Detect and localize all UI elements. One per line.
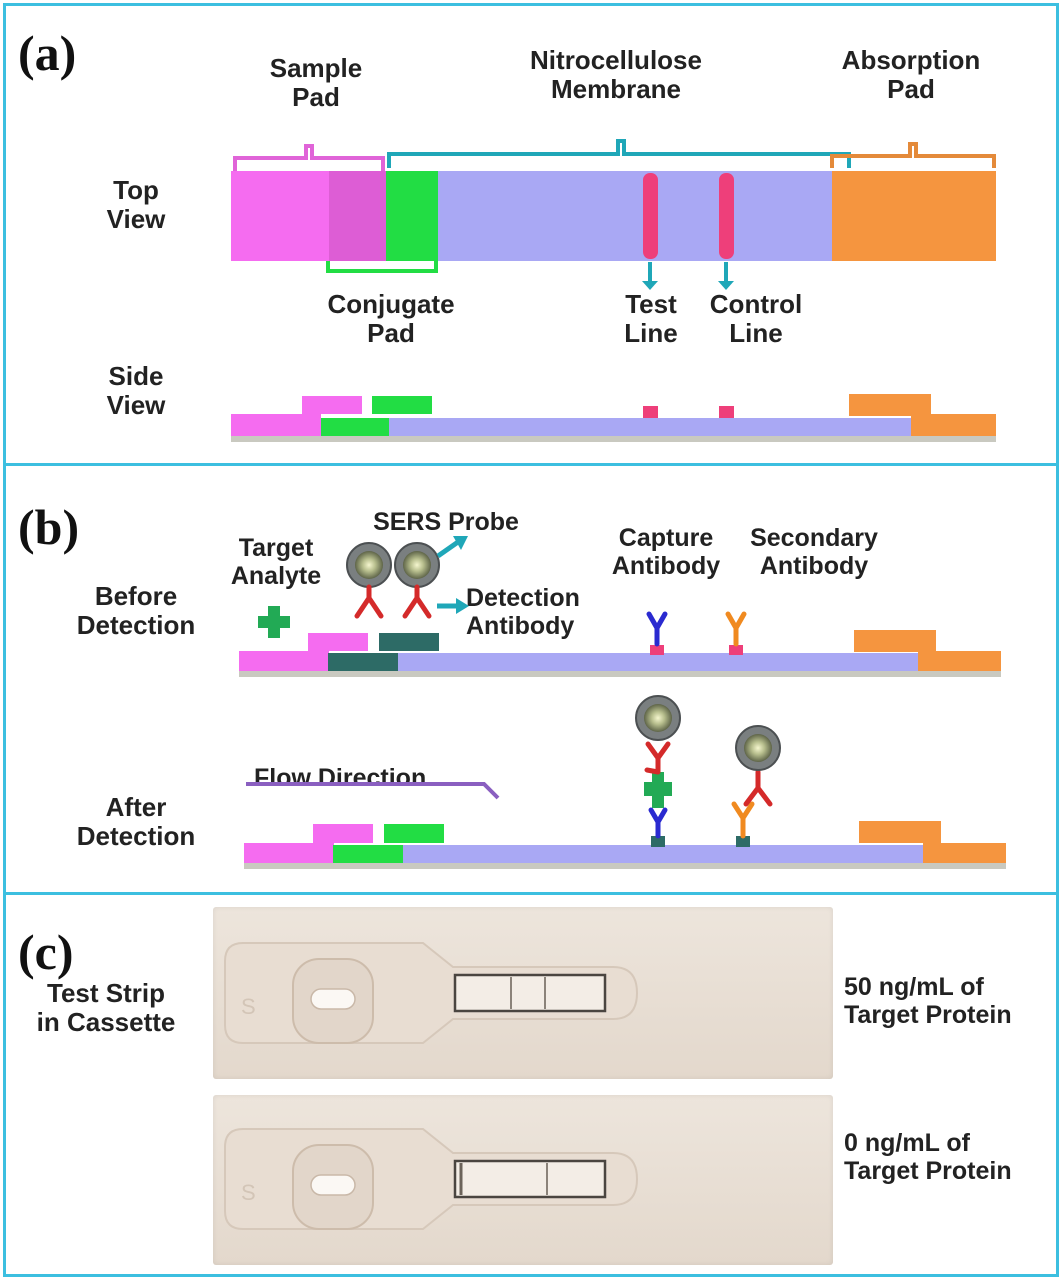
side-test-line: [643, 406, 658, 418]
after-test-line: [651, 836, 665, 847]
panel-c-label: (c): [18, 924, 74, 980]
absorption-pad-bracket: [830, 142, 996, 168]
sers-probe-label: SERS Probe: [373, 508, 519, 536]
test-line-arrowhead: [642, 281, 658, 290]
after-backing: [244, 863, 1006, 869]
strip-letter-50: S: [241, 994, 256, 1019]
after-absorption-pad: [923, 843, 1006, 863]
panel-b-diagram: [239, 536, 1006, 869]
control-line-sandwich: [731, 725, 781, 839]
before-backing: [239, 671, 1001, 677]
before-conjugate-pad: [328, 653, 398, 671]
after-membrane: [403, 845, 923, 863]
after-absorption-pad-raised: [859, 821, 941, 843]
side-sample-pad: [231, 414, 321, 436]
after-control-line: [736, 836, 750, 847]
cassette-drawing-0: [224, 1128, 639, 1230]
before-absorption-pad: [918, 651, 1001, 671]
control-line-marker: [719, 173, 734, 259]
secondary-antibody-icon: [725, 611, 747, 647]
detection-antibody-arrowhead: [456, 598, 469, 614]
side-absorption-pad-raised: [849, 394, 931, 416]
side-sample-pad-raised: [302, 396, 362, 414]
test-line-sandwich: [635, 695, 681, 839]
sers-probe-arrow: [436, 539, 460, 559]
conjugate-pad-top: [386, 171, 438, 261]
sample-pad-bracket: [233, 144, 385, 171]
before-sample-pad: [239, 651, 329, 671]
side-absorption-pad: [911, 414, 996, 436]
control-line-arrowhead: [718, 281, 734, 290]
sers-probe-2: [394, 542, 440, 619]
sers-probe-1: [346, 542, 392, 619]
membrane-bracket: [387, 139, 851, 168]
side-conjugate-pad: [321, 418, 389, 436]
after-sample-pad-raised: [313, 824, 373, 843]
before-membrane: [398, 653, 918, 671]
absorption-pad-top: [832, 171, 996, 261]
after-conjugate-pad-raised: [384, 824, 444, 843]
sample-overlap-top: [329, 171, 386, 261]
side-conjugate-pad-raised: [372, 396, 432, 414]
panel-a-diagram: [231, 139, 996, 442]
after-conjugate-pad: [333, 845, 403, 863]
conjugate-pad-bracket: [326, 258, 438, 273]
side-membrane: [389, 418, 911, 436]
target-analyte-icon: [258, 606, 290, 638]
before-conjugate-pad-raised: [379, 633, 439, 651]
before-control-line: [729, 645, 743, 655]
membrane-top: [438, 171, 832, 261]
capture-antibody-icon: [646, 611, 668, 647]
flow-direction-arrow: [246, 782, 500, 800]
strip-letter-0: S: [241, 1180, 256, 1205]
flow-direction-label: Flow Direction: [254, 764, 427, 792]
cassette-photo-0: S: [213, 1095, 833, 1265]
side-backing: [231, 436, 996, 442]
side-control-line: [719, 406, 734, 418]
panel-b-label: (b): [18, 499, 80, 555]
test-line-marker: [643, 173, 658, 259]
sample-pad-top: [231, 171, 329, 261]
panel-a-label: (a): [18, 25, 77, 81]
sers-probe-arrowhead: [453, 536, 468, 550]
cassette-photo-50: S: [213, 907, 833, 1079]
before-absorption-pad-raised: [854, 630, 936, 652]
before-test-line: [650, 645, 664, 655]
after-sample-pad: [244, 843, 334, 863]
before-sample-pad-raised: [308, 633, 368, 651]
cassette-drawing-50: [224, 942, 639, 1044]
